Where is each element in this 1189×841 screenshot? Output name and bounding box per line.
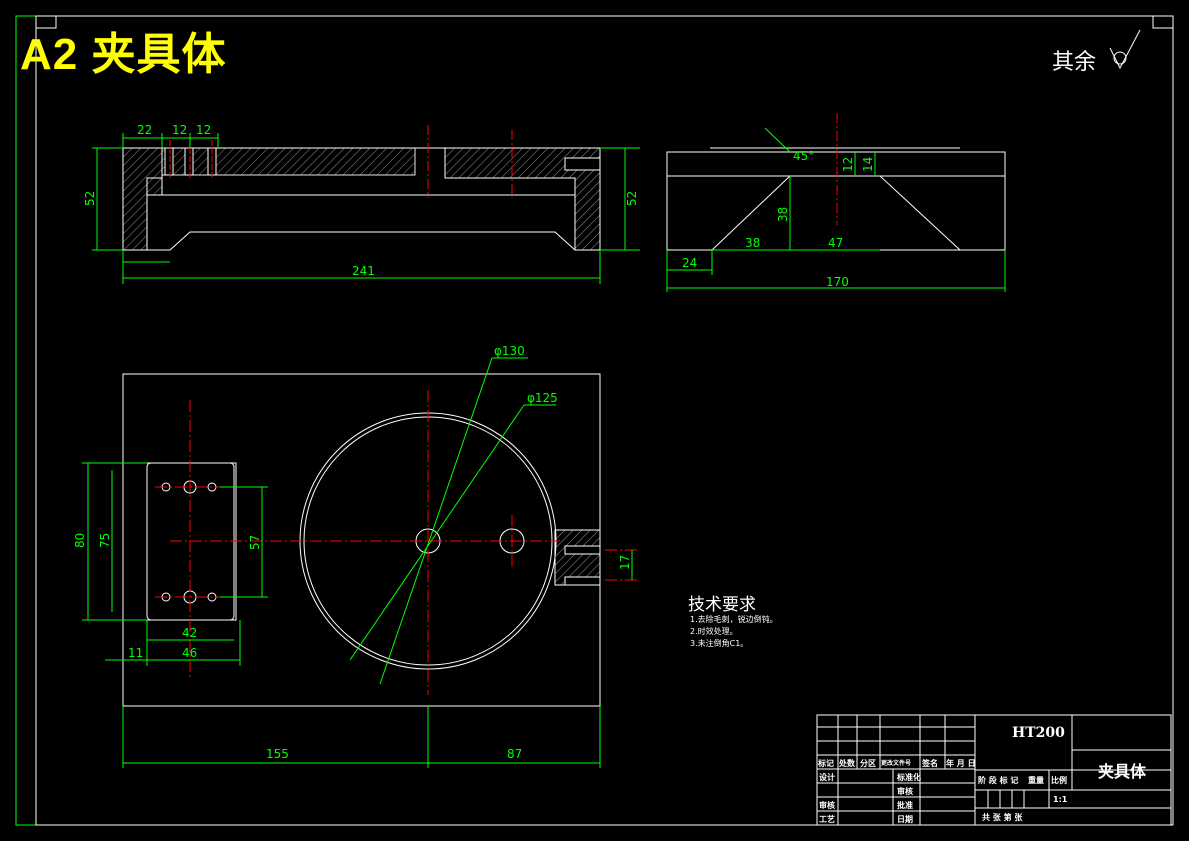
dim-42: 42	[182, 626, 197, 640]
tb-review-label: 审核	[897, 787, 913, 796]
tech-requirements-heading: 技术要求	[688, 595, 756, 615]
front-view	[122, 125, 601, 251]
dim-75: 75	[98, 533, 112, 548]
dim-241: 241	[352, 264, 375, 278]
dimension-labels: 22 12 12 52 52 241 45° 12 14 38 38 47 24…	[73, 123, 875, 761]
tb-header-count: 处数	[839, 759, 855, 768]
dim-14-side: 14	[861, 157, 875, 172]
side-view	[666, 113, 1006, 251]
dim-38-vertical: 38	[776, 207, 790, 222]
dim-12-side: 12	[841, 157, 855, 172]
frame-border	[35, 15, 1174, 826]
title-block	[816, 714, 1172, 826]
dim-12b: 12	[196, 123, 211, 137]
dim-46: 46	[182, 646, 197, 660]
top-view-centerlines	[155, 390, 640, 695]
dim-80: 80	[73, 533, 87, 548]
tb-date: 日期	[897, 815, 913, 824]
tb-review: 审核	[819, 801, 835, 810]
top-view-dimensions	[82, 357, 633, 768]
dim-phi125: φ125	[527, 391, 558, 405]
front-view-dimensions	[92, 133, 640, 284]
tb-header-sign: 签名	[922, 759, 938, 768]
dim-155: 155	[266, 747, 289, 761]
part-name-label: 夹具体	[1098, 762, 1147, 781]
tb-header-change: 更改文件号	[881, 760, 912, 767]
drawing-title: A2 夹具体	[20, 30, 227, 79]
tech-requirement-3: 3.未注倒角C1。	[690, 639, 749, 648]
roughness-symbol	[1109, 29, 1141, 70]
tb-ratio: 比例	[1051, 776, 1067, 785]
frame-corner-tl	[35, 15, 57, 29]
dim-12a: 12	[172, 123, 187, 137]
roughness-note: 其余	[1052, 50, 1097, 75]
dim-87: 87	[507, 747, 522, 761]
frame-corner-tr	[1152, 15, 1174, 29]
tb-process: 工艺	[819, 815, 835, 824]
dim-11: 11	[128, 646, 143, 660]
dim-57: 57	[248, 535, 262, 550]
tech-requirement-1: 1.去除毛刺，锐边倒钝。	[690, 615, 778, 624]
dim-45: 45°	[793, 149, 814, 163]
material-label: HT200	[1012, 725, 1065, 741]
tb-sheet: 共 张 第 张	[982, 813, 1023, 822]
tb-header-date: 年 月 日	[946, 759, 976, 768]
dim-47: 47	[828, 236, 843, 250]
dim-38-horizontal: 38	[745, 236, 760, 250]
tb-approve: 批准	[897, 801, 913, 810]
dim-52-left: 52	[83, 191, 97, 206]
dim-170: 170	[826, 275, 849, 289]
tb-design: 设计	[819, 773, 835, 782]
tb-stage-labels: 阶 段 标 记	[978, 776, 1019, 785]
side-view-dimensions	[666, 127, 1006, 292]
tb-standard: 标准化	[897, 773, 921, 782]
dim-phi130: φ130	[494, 344, 525, 358]
tb-scale: 1:1	[1053, 795, 1068, 804]
dim-17: 17	[618, 555, 632, 570]
dim-22: 22	[137, 123, 152, 137]
tb-header-zone: 分区	[860, 759, 876, 768]
tb-weight: 重量	[1028, 776, 1044, 785]
dim-52-right: 52	[625, 191, 639, 206]
tb-header-mark: 标记	[818, 759, 834, 768]
dim-24: 24	[682, 256, 697, 270]
tech-requirement-2: 2.时效处理。	[690, 627, 738, 636]
